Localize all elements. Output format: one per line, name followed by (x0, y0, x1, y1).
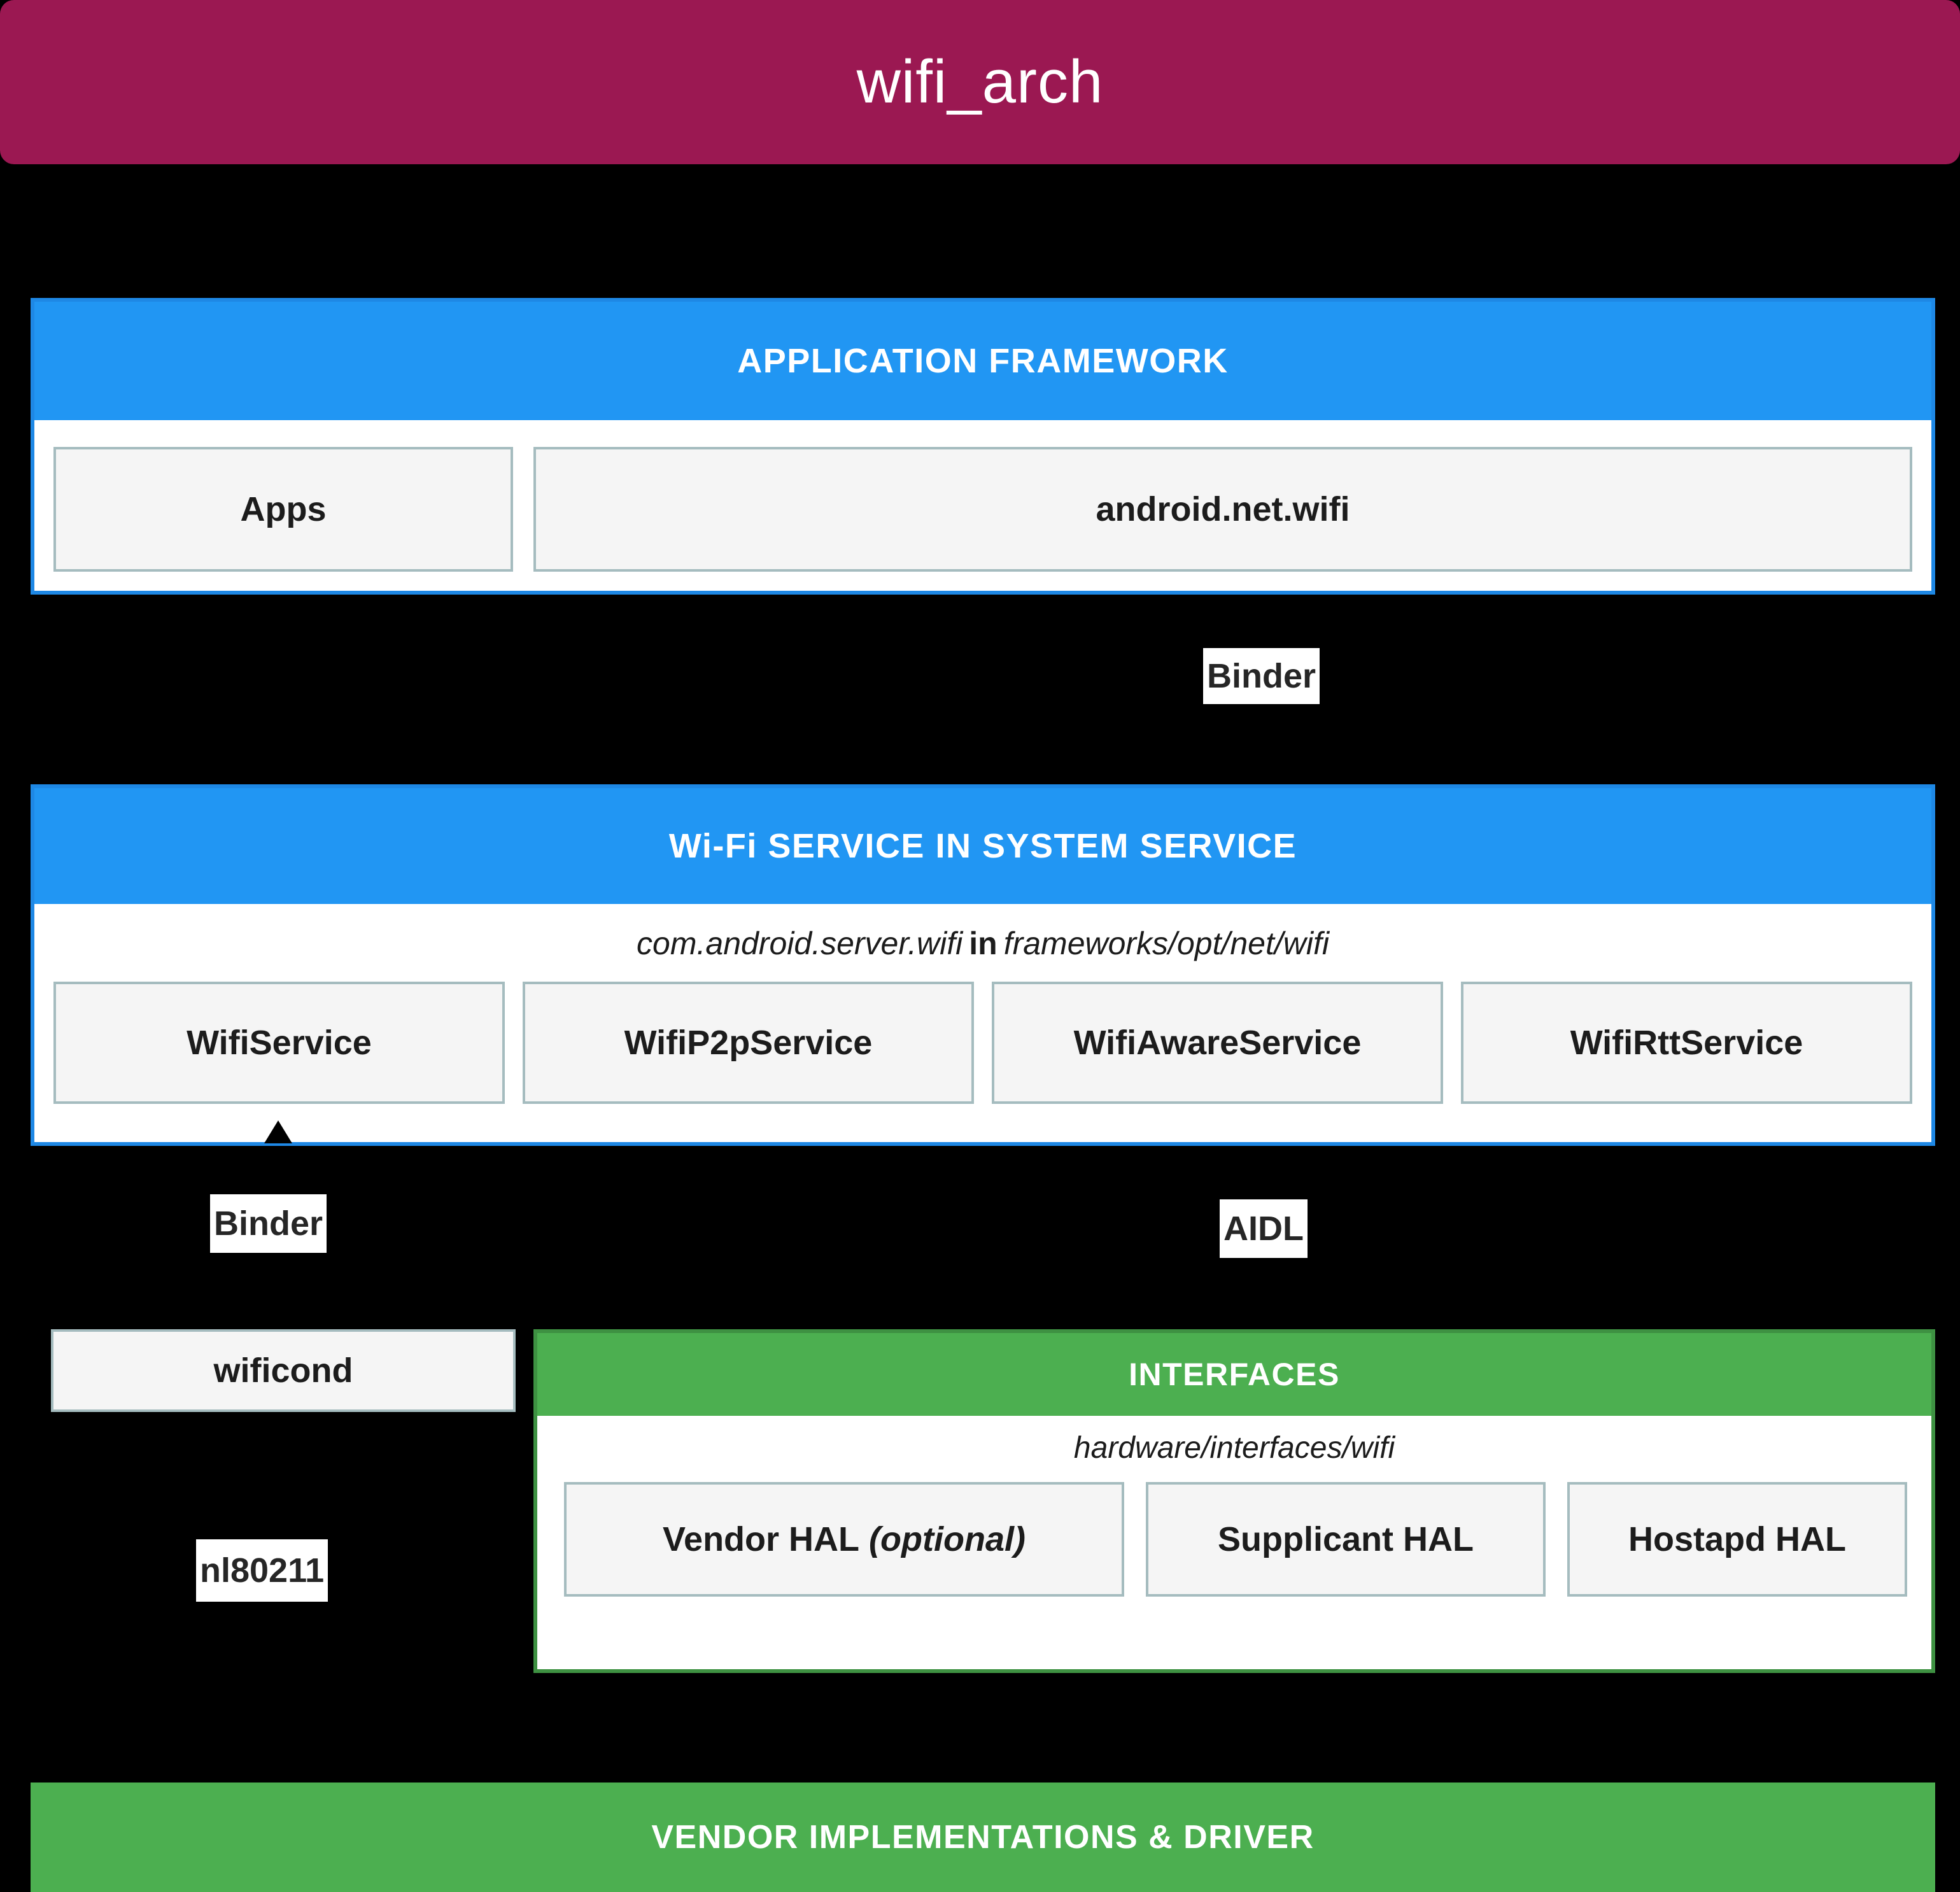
page-title: wifi_arch (856, 48, 1104, 116)
node-wifirttservice-label: WifiRttService (1570, 1024, 1803, 1062)
arrow-up-icon (264, 1120, 292, 1143)
wifi-service-body: com.android.server.wifi in frameworks/op… (34, 904, 1931, 1142)
interfaces-path-caption: hardware/interfaces/wifi (537, 1426, 1931, 1469)
connector-tick (1278, 1770, 1281, 1784)
node-wifiawareservice-label: WifiAwareService (1073, 1024, 1362, 1062)
node-wifiawareservice[interactable]: WifiAwareService (992, 982, 1443, 1104)
wifi-service-path-suffix: frameworks/opt/net/wifi (1003, 926, 1329, 961)
node-android-net-wifi[interactable]: android.net.wifi (533, 447, 1912, 572)
application-framework-band: APPLICATION FRAMEWORK (34, 302, 1931, 420)
wifi-service-path-caption: com.android.server.wifi in frameworks/op… (34, 921, 1931, 966)
node-wifip2pservice-label: WifiP2pService (624, 1024, 873, 1062)
application-framework-node-row: Apps android.net.wifi (53, 447, 1912, 572)
wifi-service-node-row: WifiService WifiP2pService WifiAwareServ… (53, 982, 1912, 1104)
application-framework-body: Apps android.net.wifi (34, 420, 1931, 591)
node-wifip2pservice[interactable]: WifiP2pService (523, 982, 974, 1104)
node-wifirttservice[interactable]: WifiRttService (1461, 982, 1912, 1104)
wifi-service-panel: Wi-Fi SERVICE IN SYSTEM SERVICE com.andr… (31, 784, 1935, 1146)
edge-label-aidl-service-to-interfaces: AIDL (1220, 1199, 1308, 1258)
node-apps-label: Apps (240, 490, 327, 528)
node-hostapd-hal[interactable]: Hostapd HAL (1567, 1482, 1907, 1597)
node-apps[interactable]: Apps (53, 447, 513, 572)
edge-label-binder-service-to-wificond: Binder (210, 1194, 327, 1253)
node-wificond-label: wificond (213, 1352, 353, 1390)
interfaces-panel: INTERFACES hardware/interfaces/wifi Vend… (533, 1329, 1935, 1673)
diagram-title-bar: wifi_arch (0, 0, 1960, 164)
interfaces-band: INTERFACES (537, 1333, 1931, 1416)
interfaces-node-row: Vendor HAL (optional) Supplicant HAL Hos… (564, 1482, 1907, 1597)
interfaces-body: hardware/interfaces/wifi Vendor HAL (opt… (537, 1416, 1931, 1669)
interfaces-path-label: hardware/interfaces/wifi (1073, 1430, 1395, 1465)
node-wifiservice[interactable]: WifiService (53, 982, 505, 1104)
vendor-implementations-band: VENDOR IMPLEMENTATIONS & DRIVER (31, 1783, 1935, 1892)
node-vendor-hal-label: Vendor HAL (663, 1520, 860, 1558)
wifi-service-path-prefix: com.android.server.wifi (637, 926, 963, 961)
edge-label-nl80211: nl80211 (196, 1539, 328, 1602)
node-android-net-wifi-label: android.net.wifi (1096, 490, 1350, 528)
node-supplicant-hal-label: Supplicant HAL (1218, 1520, 1474, 1558)
edge-label-binder-framework-to-service: Binder (1203, 648, 1320, 704)
node-hostapd-hal-label: Hostapd HAL (1628, 1520, 1846, 1558)
node-wificond[interactable]: wificond (51, 1329, 516, 1412)
node-wifiservice-label: WifiService (187, 1024, 372, 1062)
wifi-service-band: Wi-Fi SERVICE IN SYSTEM SERVICE (34, 788, 1931, 904)
wifi-service-path-keyword: in (969, 926, 998, 961)
application-framework-panel: APPLICATION FRAMEWORK Apps android.net.w… (31, 298, 1935, 595)
node-supplicant-hal[interactable]: Supplicant HAL (1146, 1482, 1546, 1597)
node-vendor-hal-suffix: (optional) (869, 1520, 1026, 1558)
node-vendor-hal[interactable]: Vendor HAL (optional) (564, 1482, 1124, 1597)
